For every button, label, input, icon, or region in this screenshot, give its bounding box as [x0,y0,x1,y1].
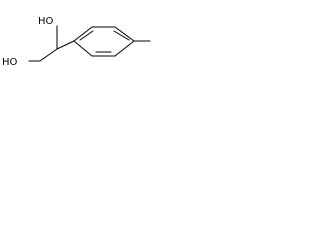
bond-ch-ring [56,40,75,50]
ring-bond-4 [114,40,135,57]
ring-bond-6 [73,40,93,57]
ring-double-bond-2 [113,30,130,41]
chemical-structure: HO HO [2,16,151,68]
hydroxyl-label-left: HO [2,57,18,68]
ring-bond-1 [73,26,93,42]
hydroxyl-label-top: HO [38,16,54,27]
bond-ch2-ch [39,48,58,62]
ring-bond-3 [114,26,135,42]
ring-double-bond-1 [79,30,94,41]
bond-layer [28,25,151,62]
